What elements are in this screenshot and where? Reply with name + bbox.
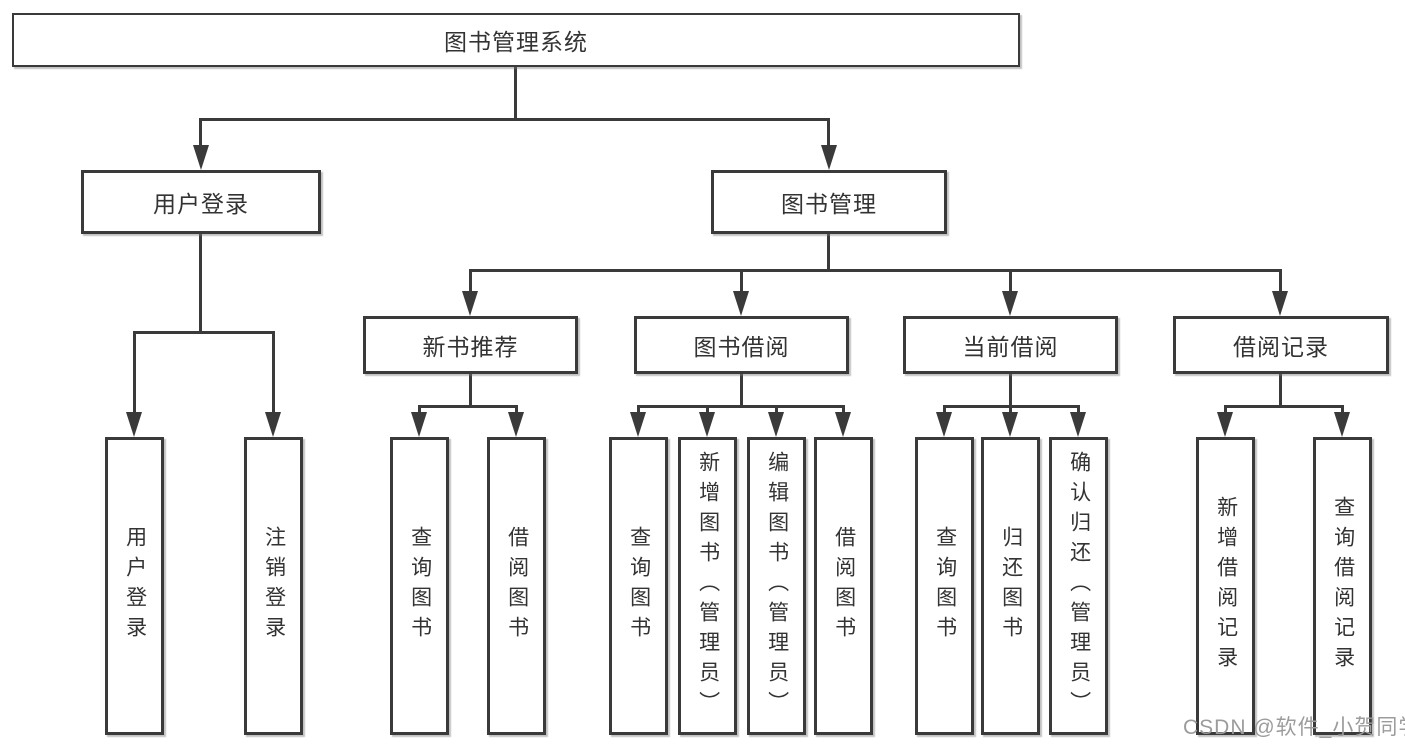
connector-bookmgmt-drop	[827, 233, 830, 271]
connector-stem-recommend	[469, 269, 472, 293]
connector-stem-current	[1009, 269, 1012, 293]
node-borrow-records: 借阅记录	[1173, 316, 1389, 374]
connector-stem	[706, 405, 709, 415]
connector-stem-logout	[272, 331, 275, 414]
connector-stem-borrow	[740, 269, 743, 293]
leaf-records-query-record-label: 查询借阅记录	[1331, 496, 1355, 676]
leaf-current-return-book: 归还图书	[981, 437, 1040, 735]
connector-borrow-drop	[740, 373, 743, 407]
node-new-book-recommend: 新书推荐	[363, 316, 578, 374]
arrow-down-icon	[1070, 412, 1086, 437]
leaf-current-confirm-return-admin: 确认归还（管理员）	[1049, 437, 1108, 735]
connector-bookmgmt-hbar	[469, 269, 1282, 272]
connector-borrow-hbar	[637, 405, 845, 408]
leaf-borrow-edit-book-admin: 编辑图书（管理员）	[747, 437, 806, 735]
csdn-watermark: CSDN @软件_小贺同学	[1183, 716, 1405, 739]
arrow-down-icon	[1002, 412, 1018, 437]
connector-stem	[1341, 405, 1344, 415]
connector-userlogin-hbar	[133, 331, 275, 334]
arrow-down-icon	[835, 412, 851, 437]
arrow-down-icon	[1272, 291, 1288, 316]
arrow-down-icon	[699, 412, 715, 437]
node-user-login-label: 用户登录	[153, 191, 249, 217]
leaf-recommend-borrow-book: 借阅图书	[487, 437, 546, 735]
arrow-down-icon	[936, 412, 952, 437]
arrow-down-icon	[733, 291, 749, 316]
leaf-current-query-book-label: 查询图书	[933, 526, 957, 646]
arrow-down-icon	[193, 145, 209, 170]
connector-userlogin-drop	[199, 233, 202, 334]
leaf-borrow-query-book: 查询图书	[609, 437, 668, 735]
node-book-borrow: 图书借阅	[634, 316, 849, 374]
connector-stem-login	[133, 331, 136, 414]
connector-stem	[842, 405, 845, 415]
arrow-down-icon	[768, 412, 784, 437]
leaf-recommend-borrow-book-label: 借阅图书	[505, 526, 529, 646]
arrow-down-icon	[508, 412, 524, 437]
leaf-recommend-query-book-label: 查询图书	[408, 526, 432, 646]
node-library-system-label: 图书管理系统	[444, 29, 588, 55]
connector-records-drop	[1279, 373, 1282, 407]
node-new-book-recommend-label: 新书推荐	[422, 334, 519, 360]
connector-stem	[1224, 405, 1227, 415]
leaf-borrow-borrow-book-label: 借阅图书	[832, 526, 856, 646]
node-borrow-records-label: 借阅记录	[1233, 334, 1329, 360]
connector-stem	[1077, 405, 1080, 415]
connector-stem	[515, 405, 518, 415]
leaf-borrow-borrow-book: 借阅图书	[814, 437, 873, 735]
arrow-down-icon	[1002, 291, 1018, 316]
node-current-borrow-label: 当前借阅	[962, 334, 1059, 360]
leaf-user-login-label: 用户登录	[123, 526, 147, 646]
leaf-borrow-add-book-admin: 新增图书（管理员）	[678, 437, 737, 735]
leaf-borrow-edit-book-admin-label: 编辑图书（管理员）	[765, 451, 789, 721]
connector-root-drop	[514, 65, 517, 120]
connector-records-hbar	[1224, 405, 1344, 408]
leaf-user-login: 用户登录	[105, 437, 164, 735]
leaf-current-confirm-return-admin-label: 确认归还（管理员）	[1067, 451, 1091, 721]
connector-stem-records	[1279, 269, 1282, 293]
leaf-current-query-book: 查询图书	[915, 437, 974, 735]
leaf-logout-label: 注销登录	[262, 526, 286, 646]
leaf-records-add-record-label: 新增借阅记录	[1214, 496, 1238, 676]
arrow-down-icon	[265, 412, 281, 437]
node-book-borrow-label: 图书借阅	[693, 334, 790, 360]
leaf-current-return-book-label: 归还图书	[999, 526, 1023, 646]
connector-stem	[1009, 405, 1012, 415]
connector-stem-user-login	[199, 118, 202, 148]
leaf-borrow-query-book-label: 查询图书	[627, 526, 651, 646]
arrow-down-icon	[1334, 412, 1350, 437]
connector-recommend-drop	[469, 373, 472, 407]
connector-recommend-hbar	[418, 405, 518, 408]
connector-root-hbar	[199, 118, 830, 121]
connector-stem-book-mgmt	[827, 118, 830, 148]
connector-current-drop	[1009, 373, 1012, 407]
node-current-borrow: 当前借阅	[903, 316, 1118, 374]
arrow-down-icon	[630, 412, 646, 437]
leaf-records-query-record: 查询借阅记录	[1313, 437, 1372, 735]
arrow-down-icon	[411, 412, 427, 437]
node-book-management: 图书管理	[711, 170, 947, 234]
arrow-down-icon	[126, 412, 142, 437]
connector-stem	[637, 405, 640, 415]
arrow-down-icon	[1217, 412, 1233, 437]
arrow-down-icon	[462, 291, 478, 316]
node-user-login: 用户登录	[81, 170, 321, 234]
connector-stem	[943, 405, 946, 415]
node-library-system: 图书管理系统	[12, 13, 1020, 67]
connector-stem	[775, 405, 778, 415]
leaf-records-add-record: 新增借阅记录	[1196, 437, 1255, 735]
leaf-borrow-add-book-admin-label: 新增图书（管理员）	[696, 451, 720, 721]
connector-stem	[418, 405, 421, 415]
leaf-recommend-query-book: 查询图书	[390, 437, 449, 735]
leaf-logout: 注销登录	[244, 437, 303, 735]
arrow-down-icon	[821, 145, 837, 170]
node-book-management-label: 图书管理	[781, 191, 877, 217]
